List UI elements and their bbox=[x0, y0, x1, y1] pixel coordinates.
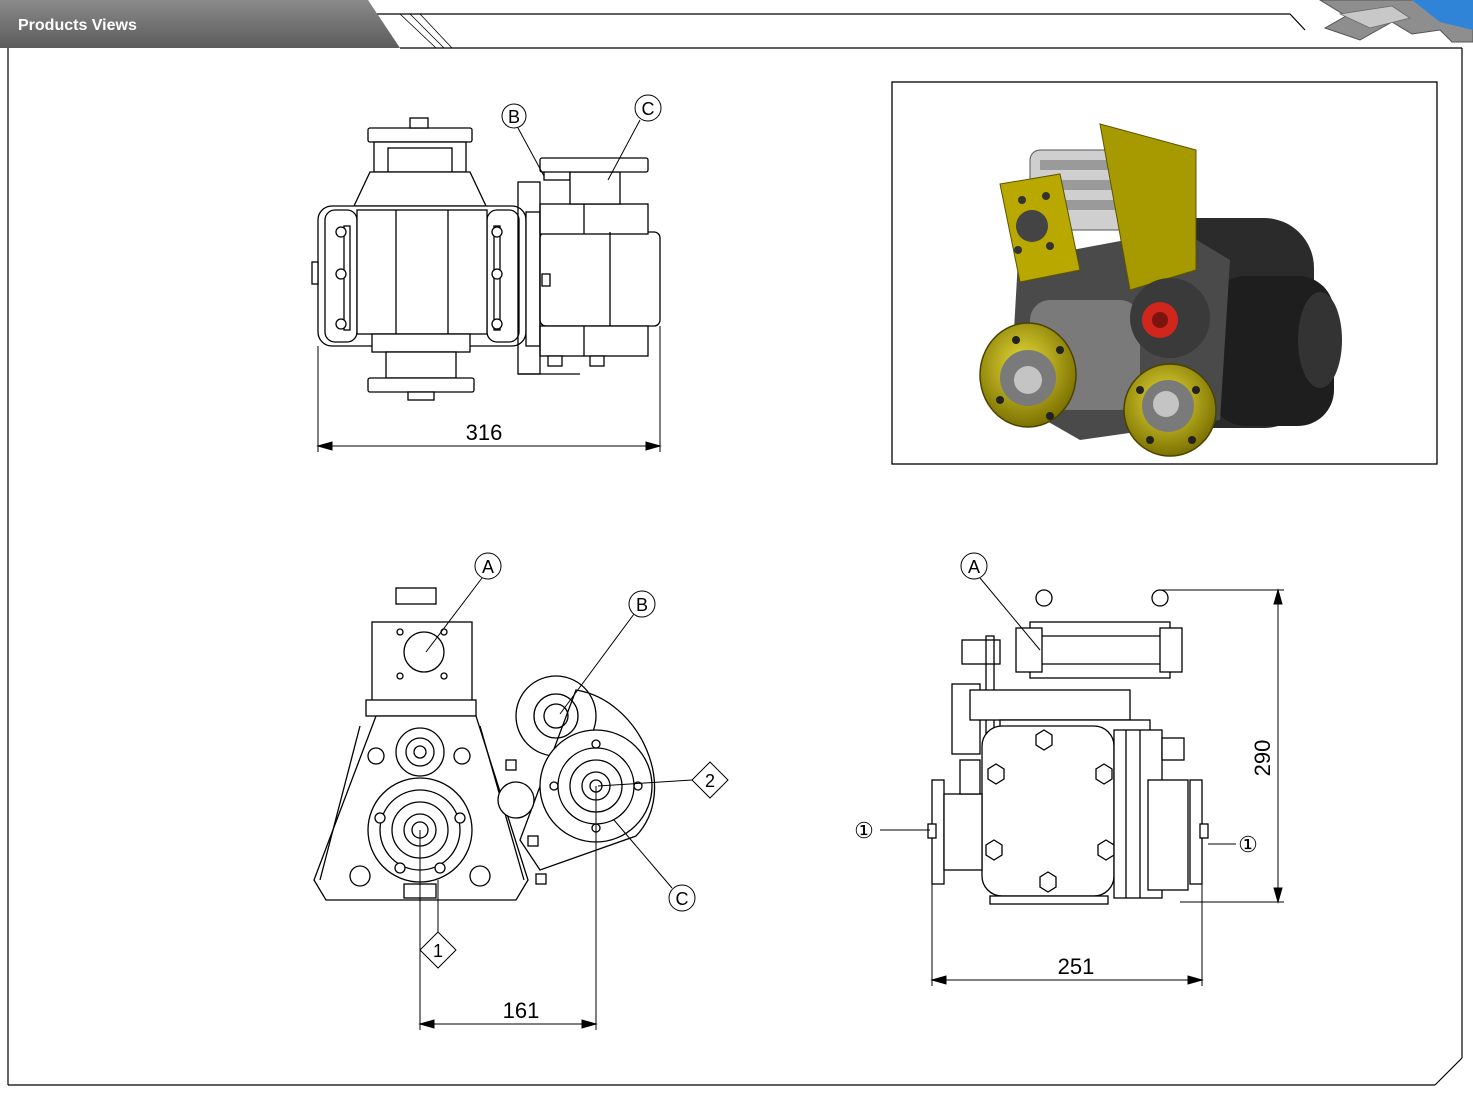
front-callout-a: A bbox=[482, 557, 494, 577]
products-views-tab[interactable]: Products Views bbox=[18, 17, 137, 34]
front-callout-a-circle bbox=[474, 552, 502, 580]
side-port-label-right: ① bbox=[1238, 833, 1258, 858]
front-port-2-diamond bbox=[691, 761, 729, 799]
front-view-dimension bbox=[418, 786, 598, 1030]
top-callout-c: C bbox=[642, 99, 655, 119]
front-port-label-1: 1 bbox=[433, 941, 443, 961]
side-view-drawing bbox=[927, 589, 1209, 905]
top-callout-c-circle bbox=[634, 94, 662, 122]
front-view-drawing bbox=[313, 587, 656, 901]
side-dimension-width: 251 bbox=[1058, 954, 1095, 979]
top-callout-b: B bbox=[508, 107, 520, 127]
side-view-dimensions bbox=[930, 588, 1284, 986]
side-callout-a-circle bbox=[960, 552, 988, 580]
front-callout-b-circle bbox=[628, 590, 656, 618]
side-view-callout-leaders bbox=[880, 577, 1236, 845]
top-dimension-width: 316 bbox=[466, 420, 503, 445]
side-callout-a: A bbox=[968, 557, 980, 577]
front-callout-b: B bbox=[636, 595, 648, 615]
front-dimension-spacing: 161 bbox=[503, 998, 540, 1023]
front-callout-c: C bbox=[676, 889, 689, 909]
front-callout-c-circle bbox=[668, 884, 696, 912]
side-dimension-height: 290 bbox=[1250, 740, 1275, 777]
front-port-1-diamond bbox=[419, 931, 457, 969]
front-view-callout-leaders bbox=[425, 577, 693, 935]
side-port-label-left: ① bbox=[854, 819, 874, 844]
top-callout-b-circle bbox=[501, 103, 527, 129]
sheet-frame bbox=[7, 13, 1463, 1086]
header-tab bbox=[0, 0, 400, 48]
front-port-label-2: 2 bbox=[705, 771, 715, 791]
top-view-dimension bbox=[316, 326, 662, 452]
top-view-callout-leaders bbox=[517, 119, 641, 181]
company-logo bbox=[1319, 0, 1473, 43]
top-view-drawing bbox=[311, 117, 661, 401]
isometric-render bbox=[891, 81, 1438, 465]
